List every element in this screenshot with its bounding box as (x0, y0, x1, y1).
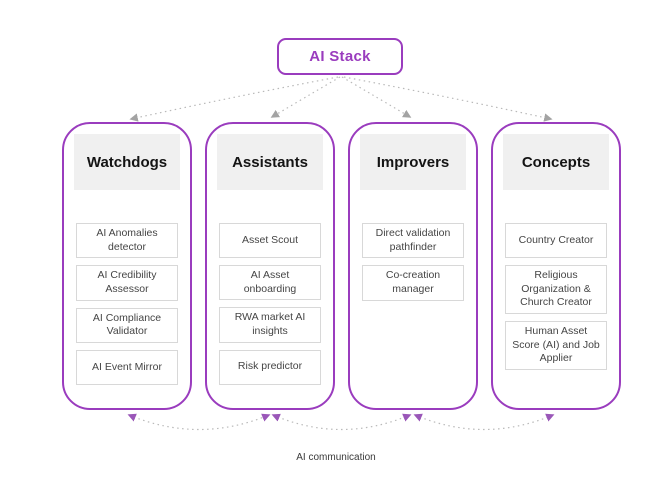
connector-assistants-improvers (271, 413, 412, 431)
connector-stack-to-assistants (270, 76, 341, 118)
ai-stack-node: AI Stack (277, 38, 403, 75)
item-node: AI Credibility Assessor (76, 265, 178, 301)
item-node: Human Asset Score (AI) and Job Applier (505, 320, 607, 370)
category-columns: Watchdogs AI Anomalies detector AI Credibi… (62, 122, 621, 410)
item-node: AI Event Mirror (76, 349, 178, 385)
item-node: Risk predictor (219, 349, 321, 385)
column-title: Improvers (376, 153, 450, 171)
item-node: AI Compliance Validator (76, 307, 178, 343)
item-node: Country Creator (505, 223, 607, 258)
item-node: Co-creation manager (362, 265, 464, 301)
item-node: Religious Organization & Church Creator (505, 265, 607, 314)
connector-stack-to-concepts (343, 76, 553, 122)
column-title: Concepts (521, 153, 591, 171)
connector-improvers-concepts (413, 413, 555, 431)
item-node: Direct validation pathfinder (362, 223, 464, 259)
ai-stack-label: AI Stack (309, 48, 371, 65)
connector-stack-to-watchdogs (129, 76, 339, 122)
column-header-assistants: Assistants (217, 134, 323, 190)
item-node: RWA market AI insights (219, 307, 321, 343)
column-header-concepts: Concepts (503, 134, 609, 190)
column-title: Assistants (232, 153, 308, 171)
column-header-watchdogs: Watchdogs (74, 134, 180, 190)
connector-stack-to-improvers (341, 76, 412, 118)
column-header-improvers: Improvers (360, 134, 466, 190)
connector-watchdogs-assistants (127, 413, 271, 431)
item-node: AI Asset onboarding (219, 265, 321, 301)
column-watchdogs: Watchdogs AI Anomalies detector AI Credibi… (62, 122, 192, 410)
item-node: AI Anomalies detector (76, 223, 178, 259)
column-items-watchdogs: AI Anomalies detector AI Credibility Asse… (76, 223, 178, 385)
ai-communication-label: AI communication (296, 452, 376, 463)
column-title: Watchdogs (86, 153, 168, 171)
item-node: Asset Scout (219, 223, 321, 258)
